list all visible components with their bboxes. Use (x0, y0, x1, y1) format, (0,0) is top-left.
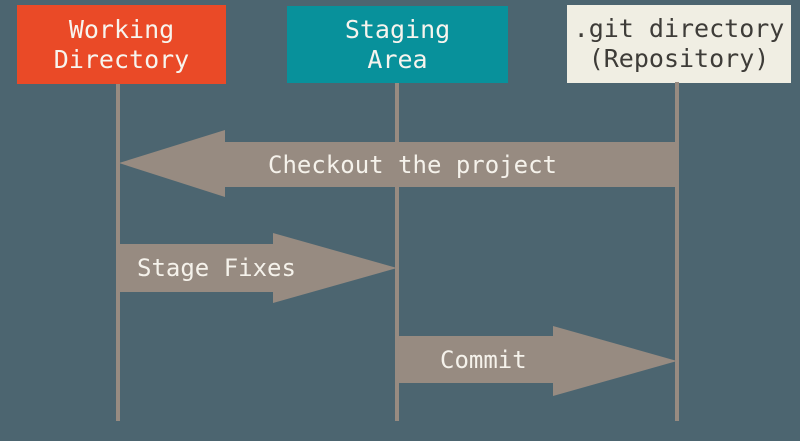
staging-area-box: Staging Area (287, 6, 508, 83)
working-directory-label-line2: Directory (53, 44, 190, 74)
stage-fixes-arrowhead-right-icon (273, 233, 397, 303)
commit-arrow-label: Commit (440, 345, 527, 374)
git-directory-lifeline (675, 82, 679, 421)
checkout-arrow-label: Checkout the project (268, 150, 557, 179)
checkout-arrow-shaft (225, 142, 678, 187)
commit-arrow-shaft (398, 336, 553, 383)
staging-area-label-line2: Area (367, 44, 428, 74)
git-directory-label-line2: (Repository) (588, 44, 770, 73)
staging-area-label-line1: Staging (344, 14, 451, 44)
working-directory-lifeline (116, 84, 120, 421)
staging-area-lifeline (395, 83, 399, 421)
stage-fixes-arrow-label: Stage Fixes (137, 254, 296, 282)
checkout-arrowhead-left-icon (119, 130, 225, 197)
working-directory-box: Working Directory (17, 5, 226, 84)
working-directory-label-line1: Working (68, 14, 175, 44)
git-directory-label-line1: .git directory (573, 14, 785, 43)
git-directory-box: .git directory (Repository) (567, 5, 791, 83)
stage-fixes-arrow-shaft (119, 244, 273, 292)
commit-arrowhead-right-icon (553, 326, 677, 396)
